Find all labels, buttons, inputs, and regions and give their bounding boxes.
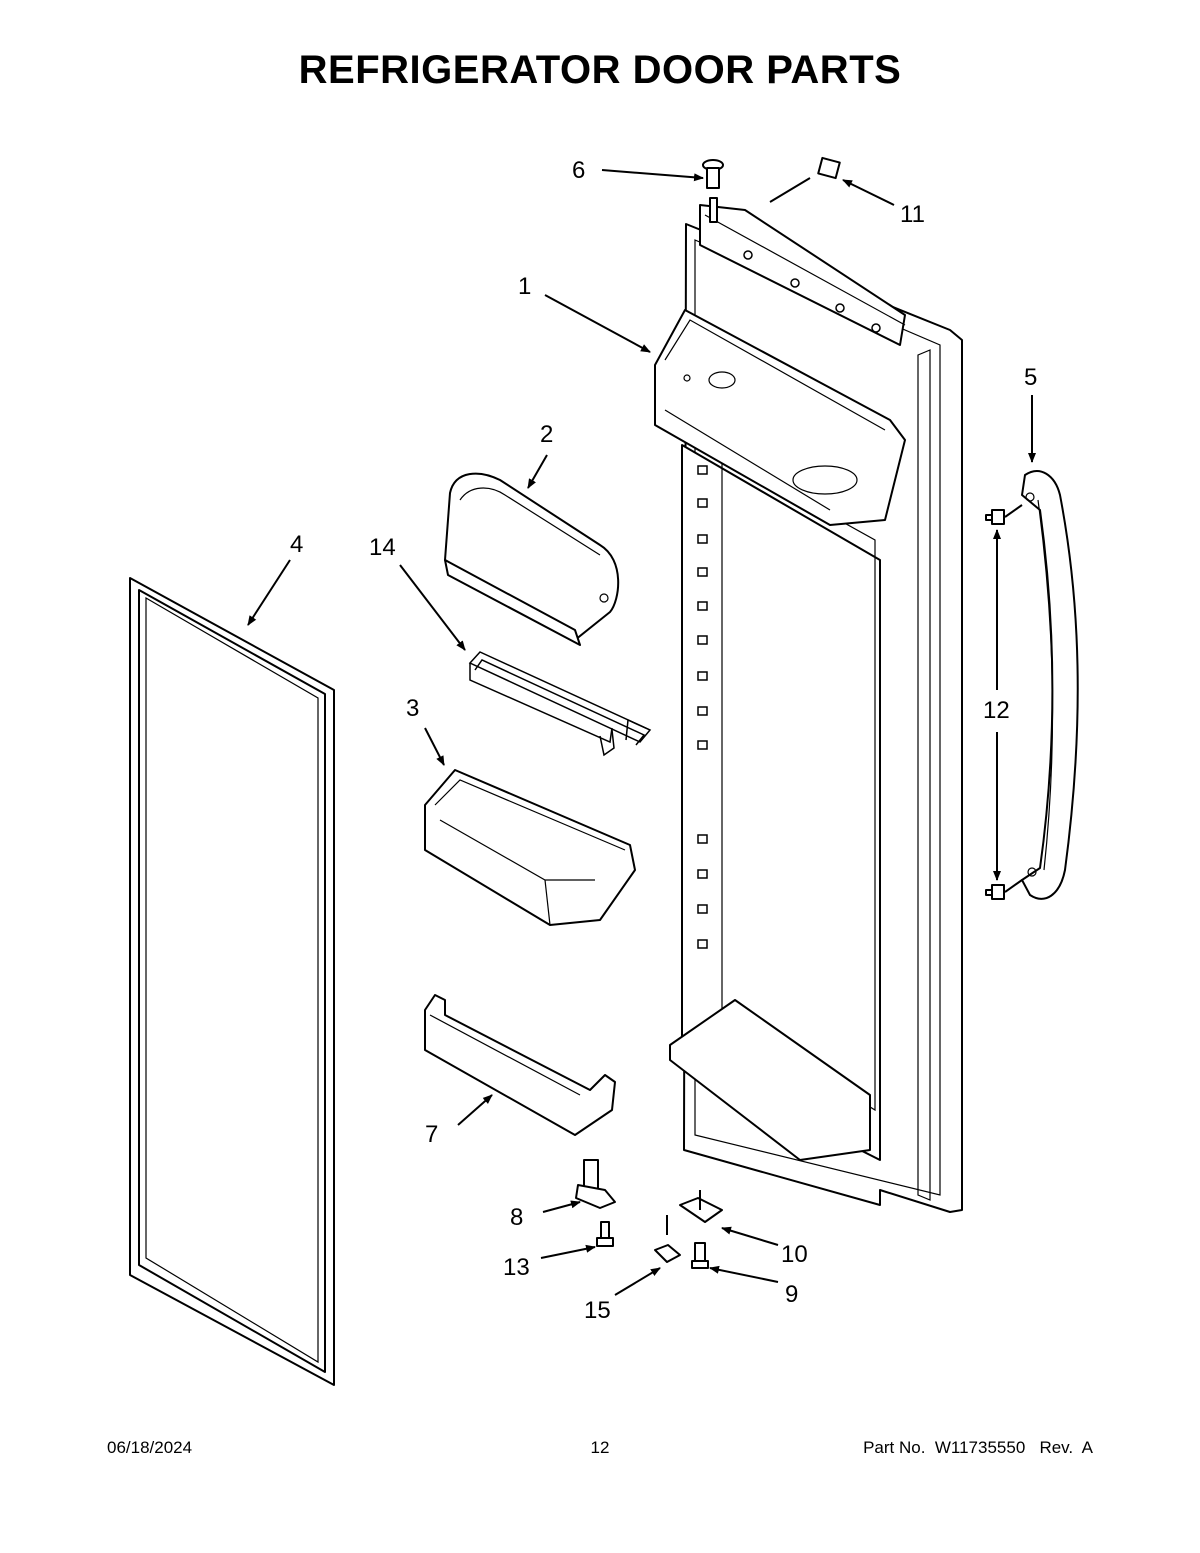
callout-15: 15 — [584, 1297, 611, 1324]
dairy-door-cover — [444, 472, 620, 646]
hinge-bushing — [702, 159, 724, 223]
wire-bin-retainer — [468, 651, 652, 757]
door-bin — [424, 769, 636, 926]
callout-1: 1 — [518, 273, 531, 300]
shelf-clip-row — [697, 465, 708, 949]
footer-date: 06/18/2024 — [107, 1438, 193, 1457]
door-handle — [1021, 470, 1079, 900]
callout-11: 11 — [900, 201, 925, 228]
callout-4: 4 — [290, 531, 303, 558]
footer-part-number: Part No. W11735550 Rev. A — [863, 1438, 1093, 1457]
hinge-shim — [817, 156, 841, 180]
callout-10: 10 — [781, 1241, 808, 1268]
hinge-plate-screw — [691, 1242, 709, 1269]
footer-page-number: 12 — [590, 1438, 610, 1457]
lower-hinge — [575, 1159, 616, 1209]
callout-7: 7 — [425, 1121, 438, 1148]
callout-2: 2 — [540, 421, 553, 448]
callout-12: 12 — [983, 697, 1010, 724]
callout-5: 5 — [1024, 364, 1037, 391]
callout-13: 13 — [503, 1254, 530, 1281]
lower-door-shelf — [424, 994, 616, 1136]
dairy-compartment — [654, 309, 906, 526]
door-gasket — [129, 577, 335, 1386]
callout-9: 9 — [785, 1281, 798, 1308]
leader-lines — [247, 169, 1036, 1296]
callout-3: 3 — [406, 695, 419, 722]
hinge-screw — [596, 1221, 614, 1247]
callout-14: 14 — [369, 534, 396, 561]
callout-6: 6 — [572, 157, 585, 184]
callout-8: 8 — [510, 1204, 523, 1231]
door-stop-block — [654, 1244, 681, 1263]
hinge-plate — [666, 1190, 723, 1235]
handle-mounting-stud — [985, 509, 1005, 900]
hinge-holes — [743, 250, 881, 333]
page-title: REFRIGERATOR DOOR PARTS — [298, 48, 902, 92]
